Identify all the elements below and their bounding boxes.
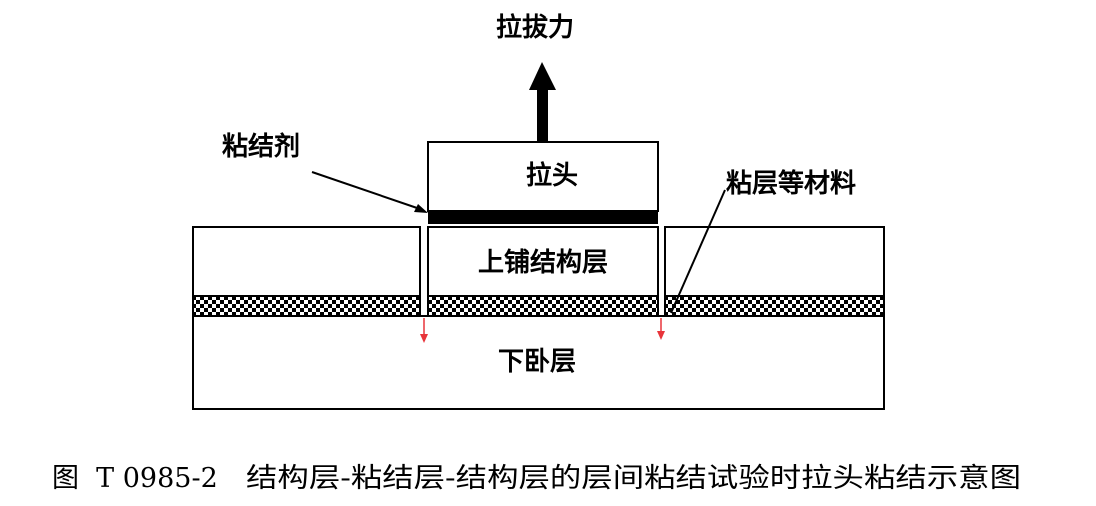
pull-force-label: 拉拔力 <box>496 12 574 43</box>
upper-layer-label: 上铺结构层 <box>478 248 608 278</box>
figure-caption-number: 图 T 0985-2 <box>52 463 218 494</box>
figure-caption-text: 结构层-粘结层-结构层的层间粘结试验时拉头粘结示意图 <box>246 463 1021 494</box>
upper-layer-left-block <box>192 226 421 297</box>
cut-marker-left-icon <box>420 318 428 343</box>
adhesive-label: 粘结剂 <box>222 132 300 162</box>
lower-layer-label: 下卧层 <box>498 347 576 377</box>
upper-layer-core <box>427 226 659 297</box>
bond-material-label: 粘层等材料 <box>726 168 856 199</box>
pull-force-arrow-icon <box>529 62 556 142</box>
bond-layer-center <box>427 295 659 317</box>
cut-marker-right-icon <box>657 318 665 340</box>
bond-layer-right <box>664 295 885 317</box>
adhesive-leader-line <box>311 171 428 213</box>
adhesive-layer <box>428 211 658 224</box>
pull-head-label: 拉头 <box>526 160 578 191</box>
bond-layer-left <box>192 295 421 317</box>
upper-layer-right-block <box>664 226 885 297</box>
bond-layer <box>192 295 885 317</box>
bond-material-leader-line <box>670 189 726 314</box>
lower-layer-block <box>192 315 885 410</box>
